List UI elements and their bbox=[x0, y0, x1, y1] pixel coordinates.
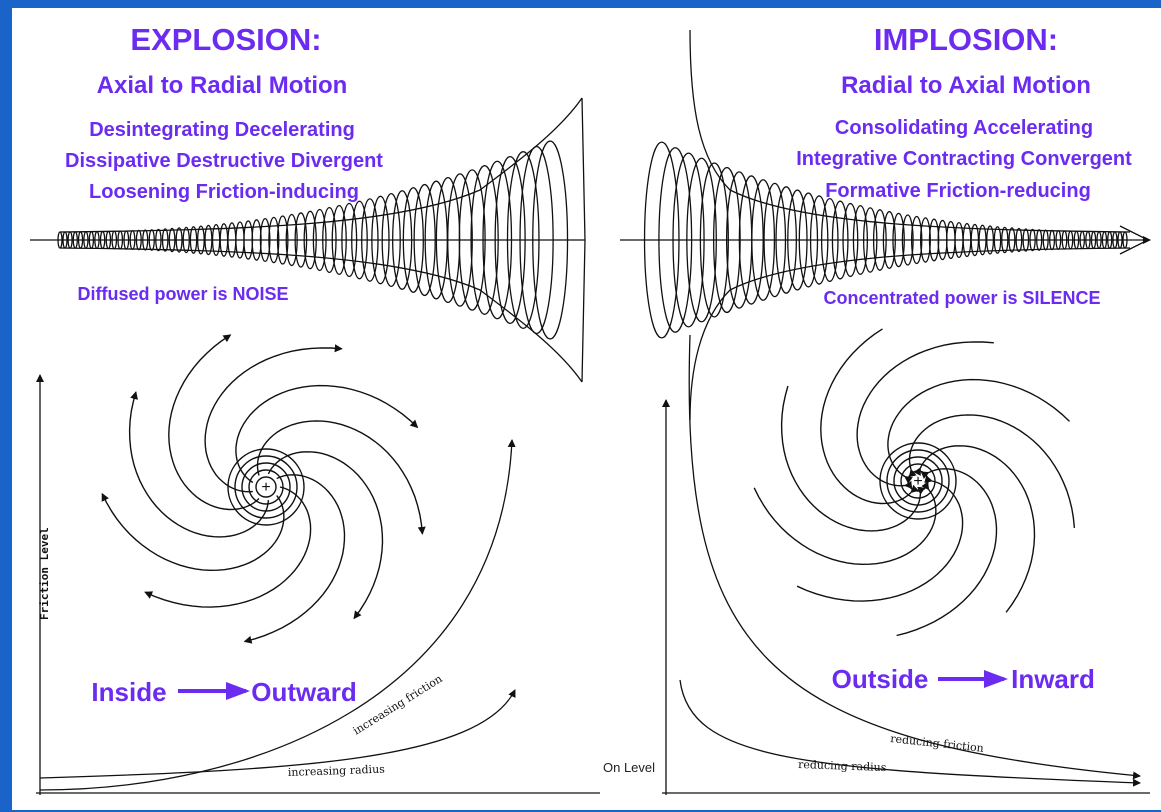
explosion-line-1: Desintegrating Decelerating bbox=[89, 119, 355, 142]
horn-lower-outline-right bbox=[690, 248, 1130, 420]
explosion-direction-from: Inside bbox=[91, 677, 166, 708]
increasing-friction-curve bbox=[40, 440, 512, 790]
implosion-power-note: Concentrated power is SILENCE bbox=[823, 288, 1100, 309]
spiral-arm bbox=[130, 392, 269, 537]
explosion-center-mark: + bbox=[261, 479, 270, 496]
implosion-center-mark: + bbox=[913, 473, 922, 490]
spiral-arm bbox=[797, 481, 963, 601]
implosion-direction-to: Inward bbox=[1011, 664, 1095, 695]
spiral-arm bbox=[236, 386, 418, 483]
spiral-arm bbox=[920, 446, 1034, 613]
reducing-radius-label: reducing radius bbox=[798, 758, 887, 774]
spiral-arm bbox=[145, 487, 311, 607]
explosion-line-2: Dissipative Destructive Divergent bbox=[65, 150, 383, 173]
spiral-arm bbox=[888, 380, 1070, 477]
explosion-friction-graph bbox=[36, 375, 600, 795]
reducing-friction-curve bbox=[689, 335, 1140, 776]
spiral-arm bbox=[268, 452, 382, 619]
increasing-friction-label: increasing friction bbox=[351, 672, 445, 737]
implosion-direction-from: Outside bbox=[832, 664, 929, 695]
reducing-friction-label: reducing friction bbox=[890, 732, 985, 755]
spiral-arm bbox=[205, 348, 342, 492]
increasing-radius-label: increasing radius bbox=[288, 763, 386, 779]
implosion-line-3: Formative Friction-reducing bbox=[825, 180, 1091, 203]
spiral-arm bbox=[782, 386, 921, 531]
explosion-power-note: Diffused power is NOISE bbox=[77, 284, 288, 305]
implosion-subtitle: Radial to Axial Motion bbox=[841, 72, 1091, 100]
implosion-title: IMPLOSION: bbox=[874, 22, 1058, 58]
implosion-line-2: Integrative Contracting Convergent bbox=[796, 148, 1132, 171]
explosion-title: EXPLOSION: bbox=[130, 22, 321, 58]
spiral-arm bbox=[857, 342, 994, 486]
friction-level-label: Friction Level bbox=[38, 527, 51, 620]
spiral-arm bbox=[910, 415, 1075, 528]
spiral-arm bbox=[258, 421, 423, 534]
implosion-line-1: Consolidating Accelerating bbox=[835, 117, 1093, 140]
explosion-direction-to: Outward bbox=[251, 677, 356, 708]
explosion-line-3: Loosening Friction-inducing bbox=[89, 181, 359, 204]
explosion-subtitle: Axial to Radial Motion bbox=[97, 72, 348, 100]
reducing-radius-curve bbox=[680, 680, 1140, 783]
on-level-label: On Level bbox=[603, 760, 655, 775]
